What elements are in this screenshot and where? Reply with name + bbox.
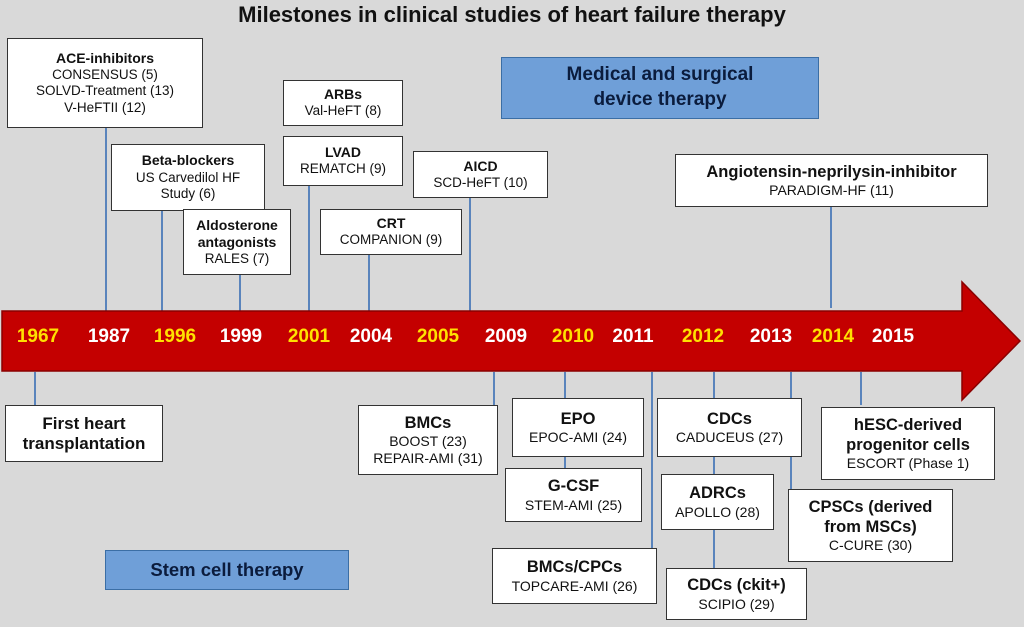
box-line: STEM-AMI (25) [524, 496, 623, 513]
box-heading: hESC-derived [853, 415, 963, 434]
year-label-1987: 1987 [87, 326, 131, 347]
box-line: PARADIGM-HF (11) [769, 182, 894, 199]
box-aicd: AICD SCD-HeFT (10) [413, 151, 548, 198]
box-heading: G-CSF [547, 477, 600, 496]
box-line: CONSENSUS (5) [52, 66, 158, 82]
year-label-2010: 2010 [551, 326, 595, 347]
box-heading: First heart [42, 413, 126, 433]
box-cdcs-ckit: CDCs (ckit+) SCIPIO (29) [666, 568, 807, 620]
year-label-2012: 2012 [681, 326, 725, 347]
box-heading: EPO [560, 409, 596, 428]
page-title: Milestones in clinical studies of heart … [238, 2, 786, 27]
box-line: SOLVD-Treatment (13) [35, 83, 175, 99]
box-heading: Beta-blockers [141, 152, 235, 169]
year-label-1999: 1999 [219, 326, 263, 347]
box-heading: ACE-inhibitors [56, 49, 154, 66]
year-label-1996: 1996 [153, 326, 197, 347]
box-hesc-derived-progenitor-cells: hESC-derived progenitor cells ESCORT (Ph… [821, 407, 995, 480]
year-label-2009: 2009 [484, 326, 528, 347]
box-line: Val-HeFT (8) [304, 103, 382, 119]
timeline-arrow [1, 280, 1022, 402]
box-heading: from MSCs) [824, 517, 917, 536]
box-heading: CDCs (ckit+) [687, 576, 786, 595]
box-heading: ADRCs [689, 484, 746, 503]
box-bmcs: BMCs BOOST (23) REPAIR-AMI (31) [358, 405, 498, 475]
box-heading: BMCs [404, 413, 452, 432]
year-label-2011: 2011 [612, 326, 654, 347]
box-ace-inhibitors: ACE-inhibitors CONSENSUS (5) SOLVD-Treat… [7, 38, 203, 128]
box-heading: Aldosterone [196, 216, 278, 233]
year-label-2001: 2001 [287, 326, 331, 347]
year-label-2004: 2004 [349, 326, 393, 347]
box-heading: ARBs [323, 86, 363, 103]
box-epo: EPO EPOC-AMI (24) [512, 398, 644, 457]
box-line: RALES (7) [204, 250, 270, 266]
box-heading: AICD [463, 157, 498, 174]
box-line: COMPANION (9) [339, 232, 443, 248]
box-line: TOPCARE-AMI (26) [511, 577, 638, 594]
box-g-csf: G-CSF STEM-AMI (25) [505, 468, 642, 522]
box-heading: CDCs [707, 409, 752, 428]
box-aldosterone-antagonists: Aldosterone antagonists RALES (7) [183, 209, 291, 275]
year-label-2005: 2005 [416, 326, 460, 347]
callout-medical-label: Medical and surgical device therapy [566, 64, 754, 110]
box-line: REMATCH (9) [300, 161, 386, 177]
box-heading: progenitor cells [846, 435, 970, 454]
callout-stem-label: Stem cell therapy [150, 559, 304, 580]
box-heading: LVAD [324, 144, 362, 161]
box-line: SCD-HeFT (10) [433, 174, 528, 190]
box-line: V-HeFTII (12) [64, 99, 146, 115]
year-label-2015: 2015 [871, 326, 915, 347]
box-arbs: ARBs Val-HeFT (8) [283, 80, 403, 126]
box-lvad: LVAD REMATCH (9) [283, 136, 403, 186]
callout-stem-cell-therapy: Stem cell therapy [105, 550, 349, 590]
box-line: C-CURE (30) [828, 537, 913, 554]
callout-medical-device-therapy: Medical and surgical device therapy [501, 57, 819, 119]
year-label-2013: 2013 [749, 326, 793, 347]
box-heading: BMCs/CPCs [526, 558, 623, 577]
box-line: SCIPIO (29) [698, 595, 775, 612]
box-line: CADUCEUS (27) [675, 429, 784, 446]
year-label-1967: 1967 [16, 326, 60, 347]
box-heading: Angiotensin-neprilysin-inhibitor [706, 162, 957, 181]
box-line: EPOC-AMI (24) [528, 429, 627, 446]
box-adrcs: ADRCs APOLLO (28) [661, 474, 774, 530]
box-heading: transplantation [22, 433, 146, 453]
box-cpscs: CPSCs (derived from MSCs) C-CURE (30) [788, 489, 953, 562]
box-cdcs: CDCs CADUCEUS (27) [657, 398, 802, 457]
box-bmcs-cpcs: BMCs/CPCs TOPCARE-AMI (26) [492, 548, 657, 604]
box-crt: CRT COMPANION (9) [320, 209, 462, 255]
connector-lines [34, 128, 862, 568]
box-first-heart-transplantation: First heart transplantation [5, 405, 163, 462]
box-line: BOOST (23) [389, 432, 467, 449]
box-line: US Carvedilol HF [135, 169, 241, 185]
box-beta-blockers: Beta-blockers US Carvedilol HF Study (6) [111, 144, 265, 211]
box-angiotensin-neprilysin-inhibitor: Angiotensin-neprilysin-inhibitor PARADIG… [675, 154, 988, 207]
box-heading: CPSCs (derived [808, 497, 933, 516]
year-label-2014: 2014 [811, 326, 855, 347]
box-line: ESCORT (Phase 1) [846, 455, 970, 472]
box-line: Study (6) [160, 186, 216, 202]
box-heading: antagonists [197, 233, 277, 250]
box-heading: CRT [376, 215, 406, 232]
box-line: APOLLO (28) [675, 503, 760, 520]
box-line: REPAIR-AMI (31) [373, 450, 483, 467]
